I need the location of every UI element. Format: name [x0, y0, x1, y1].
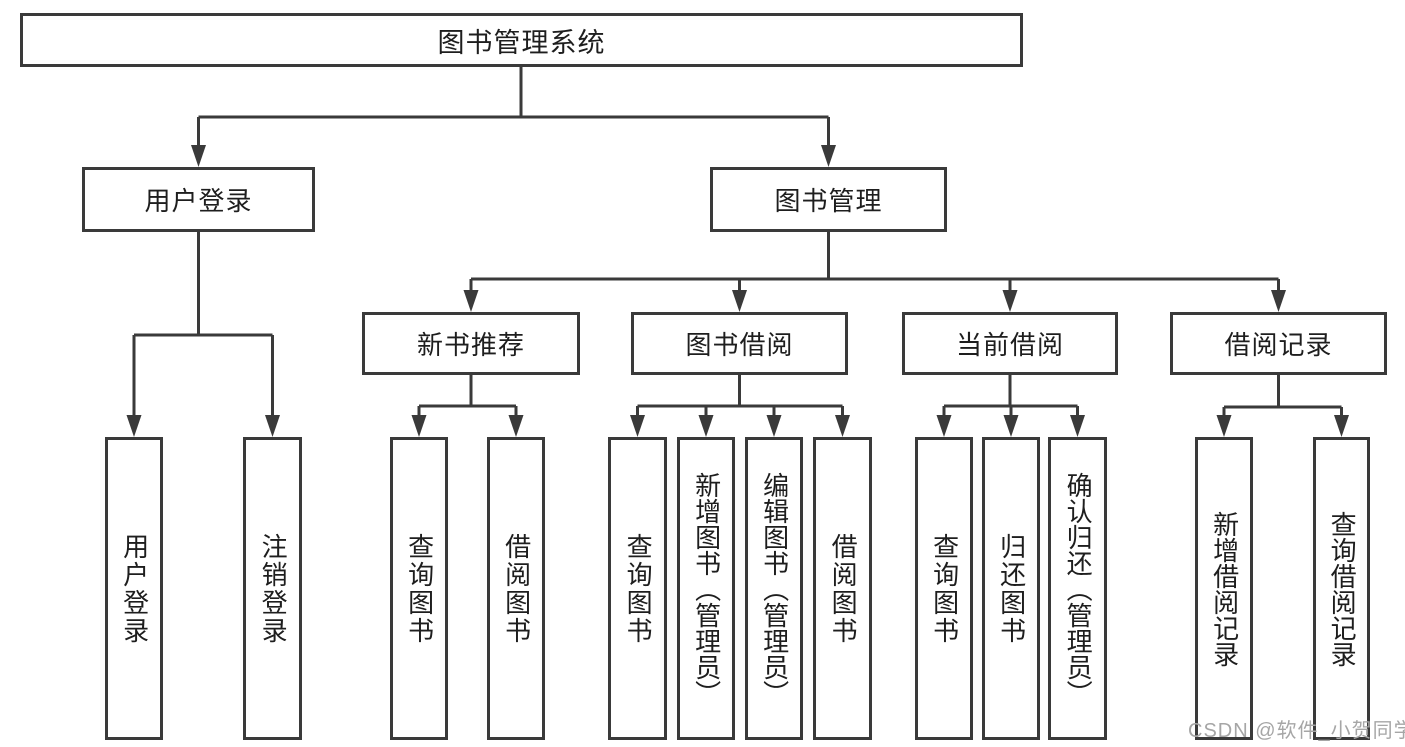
- leaf-add-books-admin: 新增图书（管理员）: [677, 437, 735, 740]
- leaf-query-books-current: 查询图书: [915, 437, 973, 740]
- node-book-borrow: 图书借阅: [631, 312, 848, 375]
- node-user-login: 用户登录: [82, 167, 315, 232]
- leaf-query-borrow-record: 查询借阅记录: [1313, 437, 1370, 740]
- node-current-borrow: 当前借阅: [902, 312, 1118, 375]
- csdn-watermark: CSDN @软件_小贺同学: [1188, 720, 1405, 742]
- leaf-add-borrow-record: 新增借阅记录: [1195, 437, 1253, 740]
- leaf-edit-books-admin: 编辑图书（管理员）: [745, 437, 803, 740]
- node-new-book-recommend: 新书推荐: [362, 312, 580, 375]
- node-borrow-records: 借阅记录: [1170, 312, 1387, 375]
- leaf-borrow-books-recommend: 借阅图书: [487, 437, 545, 740]
- leaf-query-books-borrow: 查询图书: [608, 437, 667, 740]
- node-root-system: 图书管理系统: [20, 13, 1023, 67]
- leaf-return-books: 归还图书: [982, 437, 1040, 740]
- node-book-management: 图书管理: [710, 167, 947, 232]
- leaf-borrow-books: 借阅图书: [813, 437, 872, 740]
- leaf-logout: 注销登录: [243, 437, 302, 740]
- leaf-user-login: 用户登录: [105, 437, 163, 740]
- leaf-confirm-return-admin: 确认归还（管理员）: [1048, 437, 1107, 740]
- leaf-query-books-recommend: 查询图书: [390, 437, 448, 740]
